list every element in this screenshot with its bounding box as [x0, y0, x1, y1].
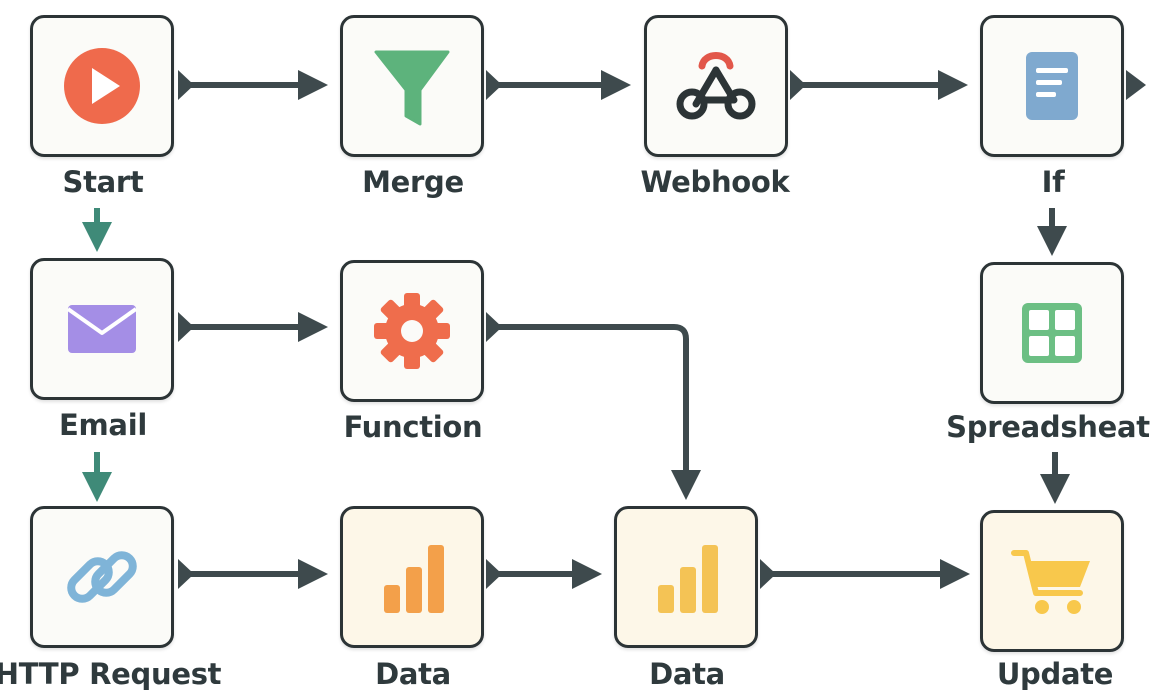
- node-update[interactable]: [980, 510, 1124, 652]
- node-merge-label: Merge: [362, 165, 464, 199]
- node-start[interactable]: [30, 15, 174, 157]
- gear-icon: [374, 293, 450, 369]
- node-data-2[interactable]: [614, 506, 758, 648]
- bar-chart-icon: [384, 545, 444, 613]
- node-http-request-label: HTTP Request: [0, 657, 222, 691]
- edge-function-data2: [498, 324, 701, 500]
- node-email-label: Email: [59, 408, 147, 442]
- node-spreadsheet-label: Spreadsheat: [946, 410, 1150, 444]
- node-update-label: Update: [996, 657, 1114, 691]
- node-if[interactable]: [980, 15, 1124, 157]
- link-icon: [67, 551, 137, 603]
- node-webhook[interactable]: [644, 15, 788, 157]
- node-function[interactable]: [340, 260, 484, 402]
- node-email[interactable]: [30, 258, 174, 400]
- webhook-icon: [676, 52, 756, 120]
- connector-group: [178, 70, 1146, 589]
- node-data-2-label: Data: [649, 657, 725, 691]
- cart-icon: [1011, 550, 1090, 614]
- node-data-1-label: Data: [375, 657, 451, 691]
- document-icon: [1026, 52, 1078, 120]
- funnel-icon: [374, 50, 450, 126]
- node-merge[interactable]: [340, 15, 484, 157]
- node-spreadsheet[interactable]: [980, 262, 1124, 404]
- bar-chart-icon: [658, 545, 718, 613]
- node-function-label: Function: [343, 410, 483, 444]
- node-data-1[interactable]: [340, 506, 484, 648]
- play-icon: [64, 48, 140, 124]
- envelope-icon: [66, 305, 138, 353]
- node-if-label: If: [1041, 165, 1065, 199]
- node-webhook-label: Webhook: [640, 165, 790, 199]
- grid-icon: [1022, 303, 1082, 363]
- node-http-request[interactable]: [30, 506, 174, 648]
- node-start-label: Start: [62, 165, 144, 199]
